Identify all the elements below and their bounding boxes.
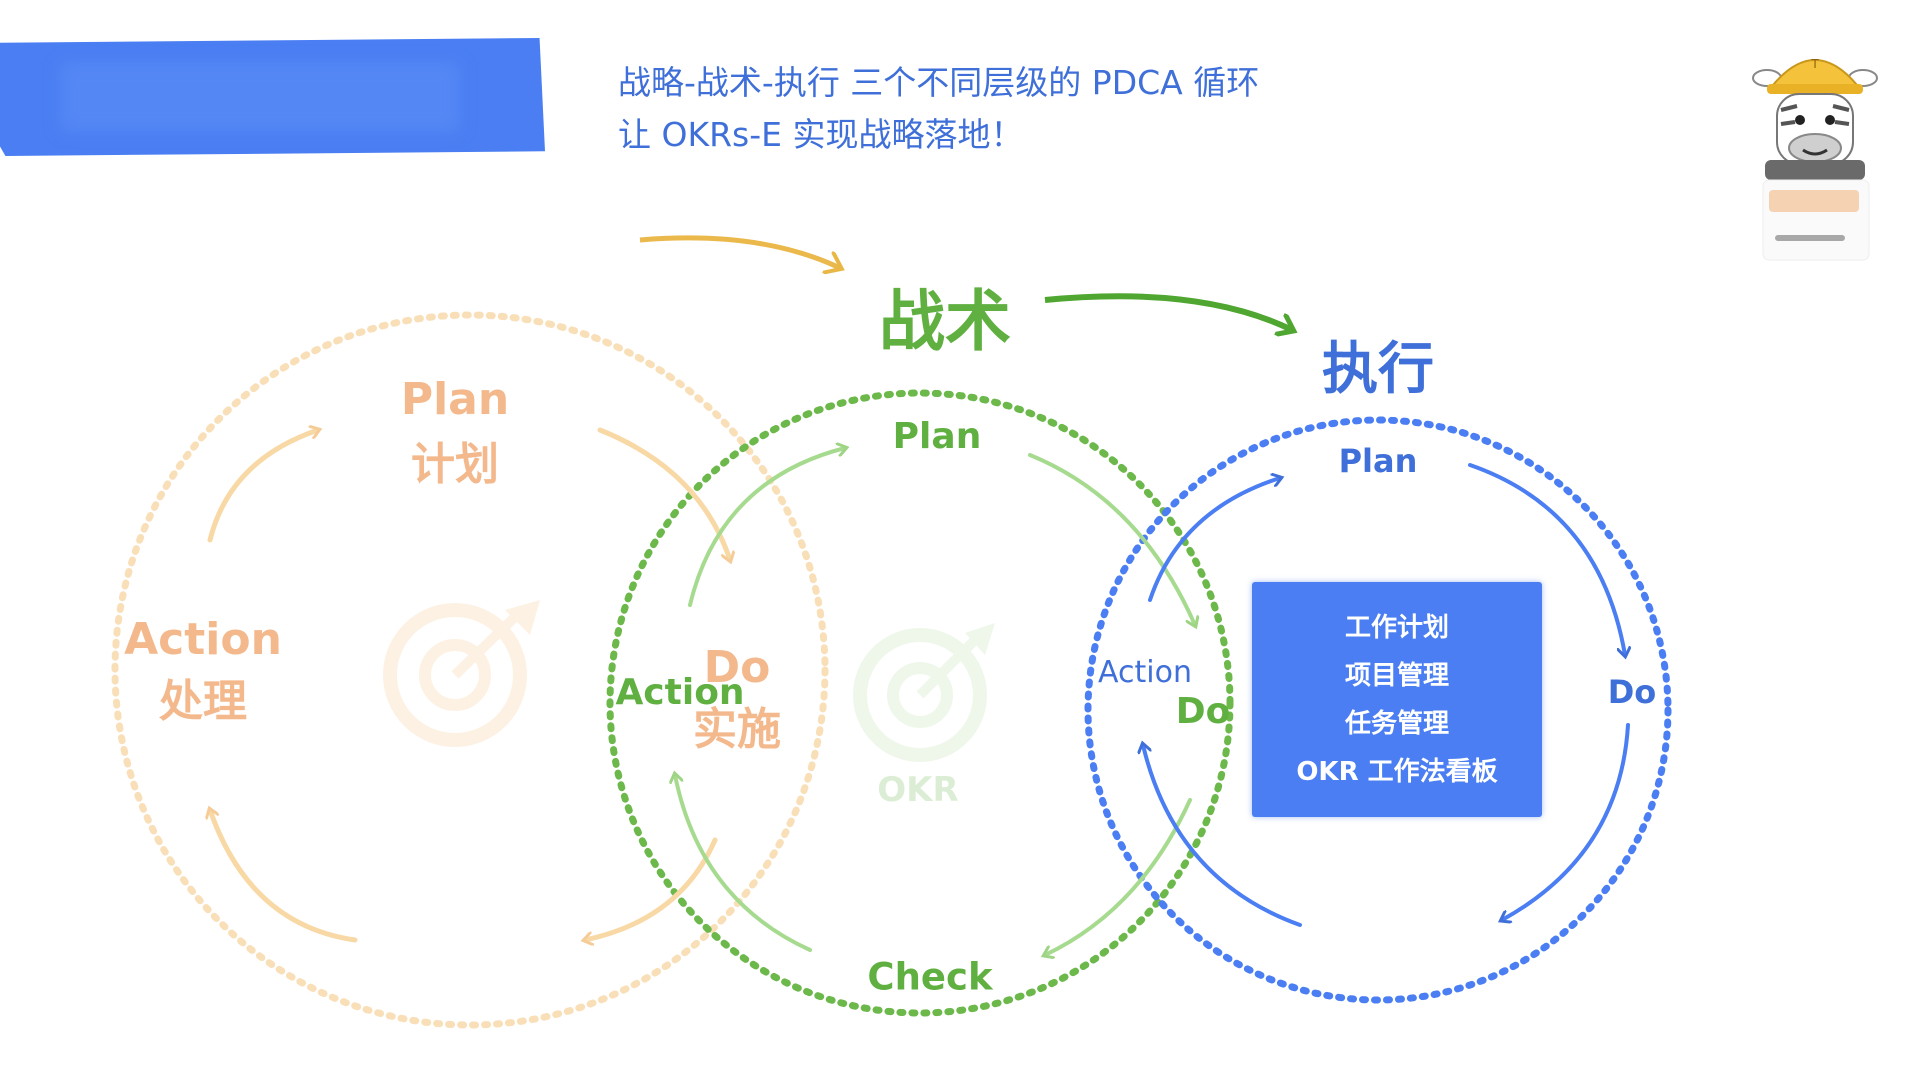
zebra-mascot-icon: T bbox=[1752, 57, 1878, 261]
execution-level-title: 执行 bbox=[1322, 337, 1434, 402]
header-line-2: 让 OKRs-E 实现战略落地！ bbox=[618, 115, 1024, 154]
tactics-level-title: 战术 bbox=[879, 283, 1011, 360]
tactics-center-okr-label: OKR bbox=[877, 770, 959, 810]
header-line-1: 战略-战术-执行 三个不同层级的 PDCA 循环 bbox=[618, 63, 1260, 102]
svg-text:T: T bbox=[1810, 57, 1819, 71]
tactics-to-execution-arrow bbox=[1044, 293, 1292, 330]
execution-tool-item: OKR 工作法看板 bbox=[1296, 756, 1498, 787]
target-icon-strategy bbox=[383, 600, 540, 747]
tactics-action-label: Action bbox=[615, 672, 745, 713]
strategy-cycle-ring bbox=[111, 311, 829, 1029]
target-icon-tactics bbox=[853, 623, 995, 762]
execution-tool-item: 工作计划 bbox=[1344, 612, 1449, 643]
tactics-plan-label: Plan bbox=[892, 416, 982, 457]
execution-plan-label: Plan bbox=[1338, 442, 1418, 480]
strategy-do-cn-label: 实施 bbox=[693, 704, 781, 755]
strategy-plan-cn-label: 计划 bbox=[411, 439, 499, 490]
execution-tool-item: 项目管理 bbox=[1344, 660, 1449, 691]
execution-action-label: Action bbox=[1098, 655, 1192, 690]
strategy-to-tactics-arrow bbox=[639, 235, 840, 268]
tactics-cycle-ring bbox=[606, 389, 1234, 1017]
execution-do-label: Do bbox=[1607, 673, 1657, 711]
execution-tool-item: 任务管理 bbox=[1344, 708, 1449, 739]
execution-do-left-label: Do bbox=[1175, 691, 1231, 732]
strategy-action-label: Action bbox=[124, 614, 282, 665]
tactics-check-label: Check bbox=[867, 955, 993, 999]
strategy-action-cn-label: 处理 bbox=[159, 676, 247, 727]
execution-cycle-ring bbox=[1084, 416, 1672, 1004]
title-banner bbox=[0, 38, 545, 156]
execution-tools-box: 工作计划 项目管理 任务管理 OKR 工作法看板 bbox=[1252, 582, 1542, 817]
strategy-do-label: Do bbox=[703, 642, 771, 693]
strategy-plan-label: Plan bbox=[400, 374, 510, 425]
